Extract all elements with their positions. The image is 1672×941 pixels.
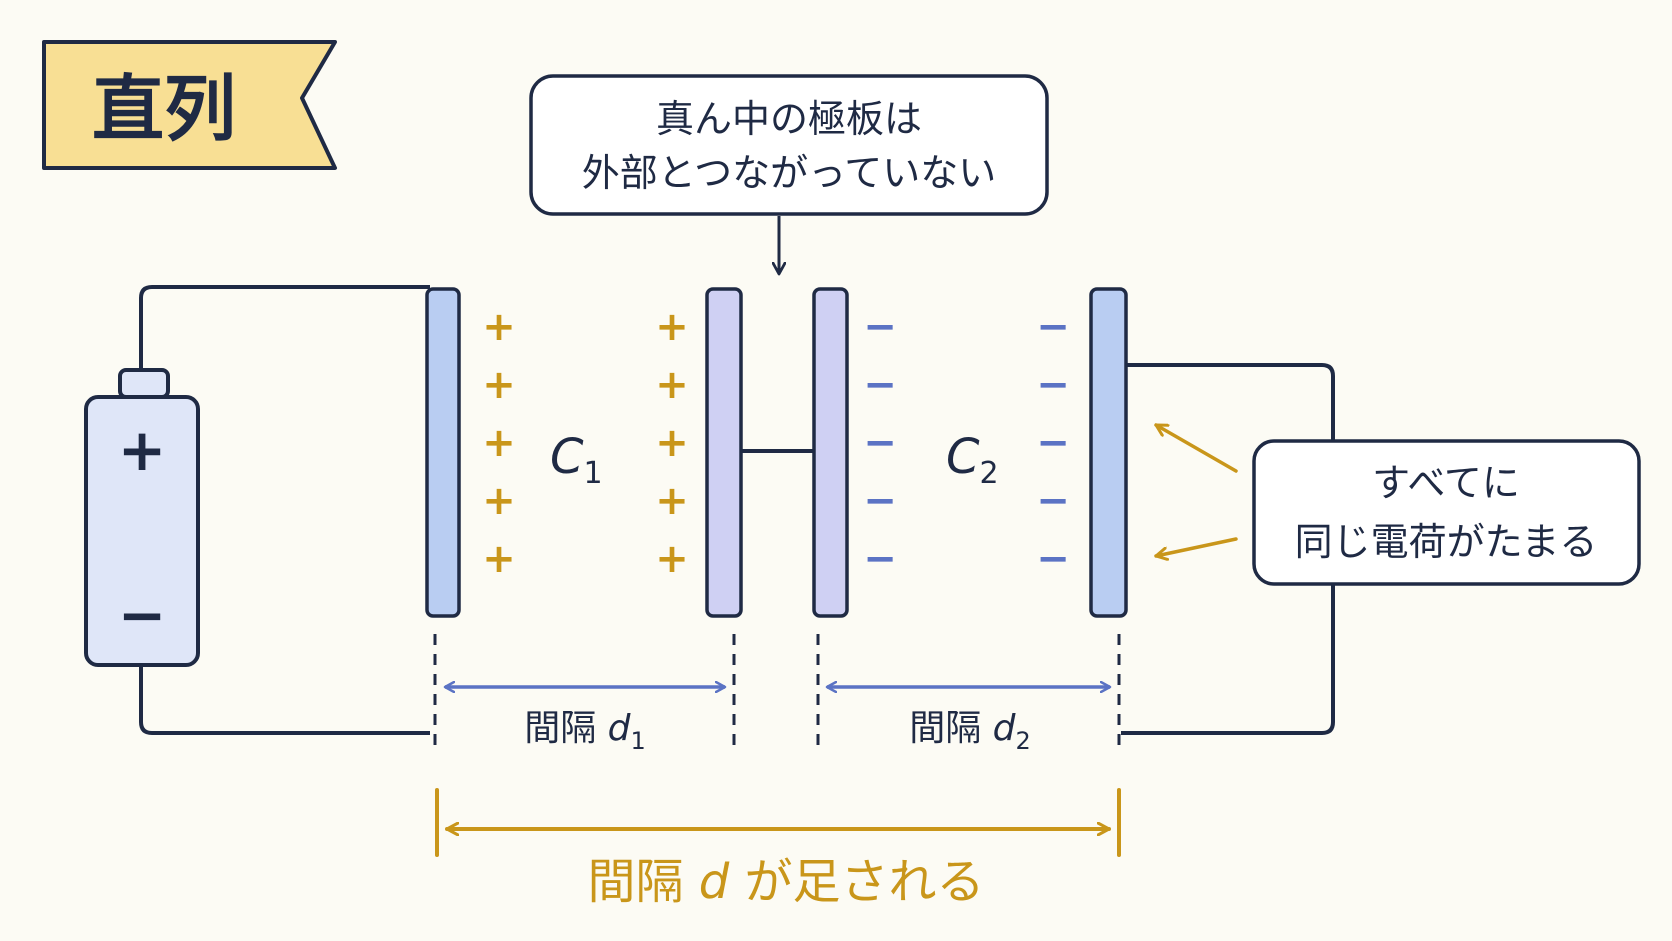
callout-right-line1: すべてに	[1372, 461, 1520, 505]
title-tag: 直列	[42, 40, 337, 170]
plus-charge: +	[655, 304, 689, 350]
minus-charge: −	[1036, 362, 1070, 408]
total-gap-bracket	[435, 788, 1121, 857]
wire-top-left	[139, 285, 430, 376]
plate-inner-right	[812, 287, 849, 618]
callout-right: すべてに 同じ電荷がたまる	[1154, 423, 1641, 586]
minus-charge: −	[1036, 536, 1070, 582]
plus-charge: +	[482, 362, 516, 408]
plate-outer-right	[1089, 287, 1128, 618]
gap1-label: 間隔 d1	[524, 708, 646, 755]
total-gap-label: 間隔 d が足される	[588, 854, 985, 910]
plate-outer-left	[425, 287, 461, 618]
capacitor2-label: C2	[946, 429, 999, 491]
battery-minus-sign: −	[118, 581, 167, 649]
minus-charge: −	[863, 536, 897, 582]
callout-right-arrow-lower	[1154, 537, 1238, 556]
plus-charge: +	[482, 420, 516, 466]
callout-top: 真ん中の極板は 外部とつながっていない	[529, 74, 1049, 274]
minus-charge: −	[1036, 420, 1070, 466]
plus-charge: +	[482, 478, 516, 524]
battery-body	[84, 395, 200, 667]
callout-top-line2: 外部とつながっていない	[582, 151, 997, 195]
capacitor-plates	[425, 287, 1128, 618]
plate-inner-left	[705, 287, 743, 618]
battery-terminal	[118, 368, 170, 399]
minus-charge: −	[863, 362, 897, 408]
plus-charge: +	[482, 304, 516, 350]
plus-charge: +	[655, 536, 689, 582]
title-text: 直列	[92, 67, 236, 151]
plus-charge: +	[655, 362, 689, 408]
battery: + −	[84, 368, 200, 667]
capacitor1-label: C1	[550, 429, 603, 491]
minus-charge: −	[1036, 304, 1070, 350]
plus-charge: +	[655, 420, 689, 466]
minus-charge: −	[863, 420, 897, 466]
callout-right-line2: 同じ電荷がたまる	[1295, 520, 1598, 564]
plus-charge: +	[482, 536, 516, 582]
plus-charge: +	[655, 478, 689, 524]
gap2-label: 間隔 d2	[909, 708, 1031, 755]
minus-charge: −	[863, 304, 897, 350]
battery-plus-sign: +	[118, 416, 167, 484]
callout-right-arrow-upper	[1154, 423, 1238, 473]
callout-top-line1: 真ん中の極板は	[656, 97, 922, 141]
minus-charge: −	[863, 478, 897, 524]
wire-bottom-left	[139, 665, 430, 735]
minus-charge: −	[1036, 478, 1070, 524]
charge-marks: + + + + + + + + + + − − − − − − − − − −	[482, 304, 1070, 582]
